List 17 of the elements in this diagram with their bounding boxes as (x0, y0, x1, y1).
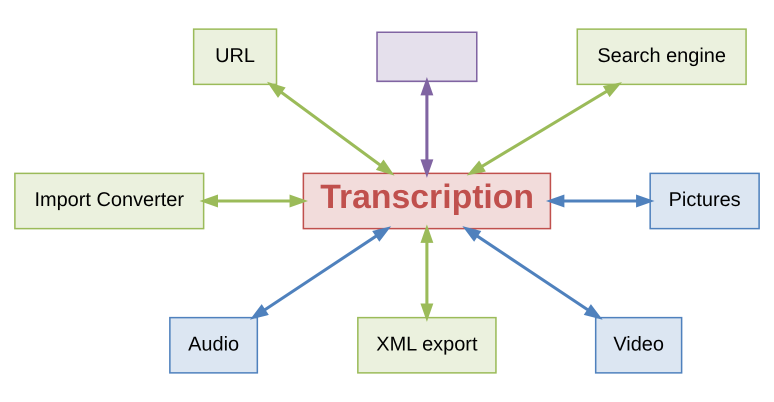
node-box: Transcription (302, 172, 552, 230)
node-box: Video (594, 316, 682, 374)
node-box: Search engine (576, 28, 747, 86)
arrow (466, 82, 622, 176)
arrow (200, 194, 308, 208)
node-box: Import Converter (14, 172, 204, 230)
arrow (250, 226, 392, 320)
node-box (376, 31, 478, 82)
node-box: URL (192, 28, 278, 86)
node-box: Audio (169, 316, 258, 374)
node-box: XML export (357, 316, 497, 374)
arrow (266, 82, 395, 176)
arrow (546, 194, 655, 208)
arrow (420, 76, 434, 178)
node-box: Pictures (649, 172, 760, 230)
arrow (462, 226, 603, 320)
arrow (420, 224, 434, 322)
